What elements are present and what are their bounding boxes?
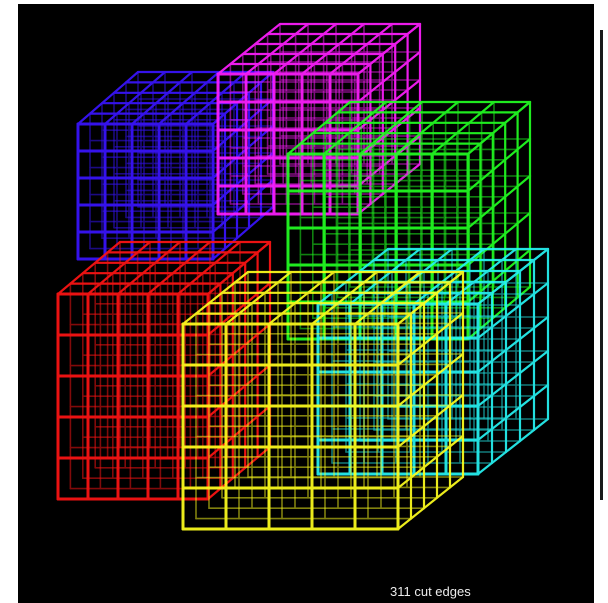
frame-edge [600, 30, 603, 500]
visualization-canvas: 311 cut edges [18, 4, 594, 603]
cut-edges-caption: 311 cut edges [390, 584, 471, 599]
partitioned-cube-visualization [18, 4, 594, 603]
